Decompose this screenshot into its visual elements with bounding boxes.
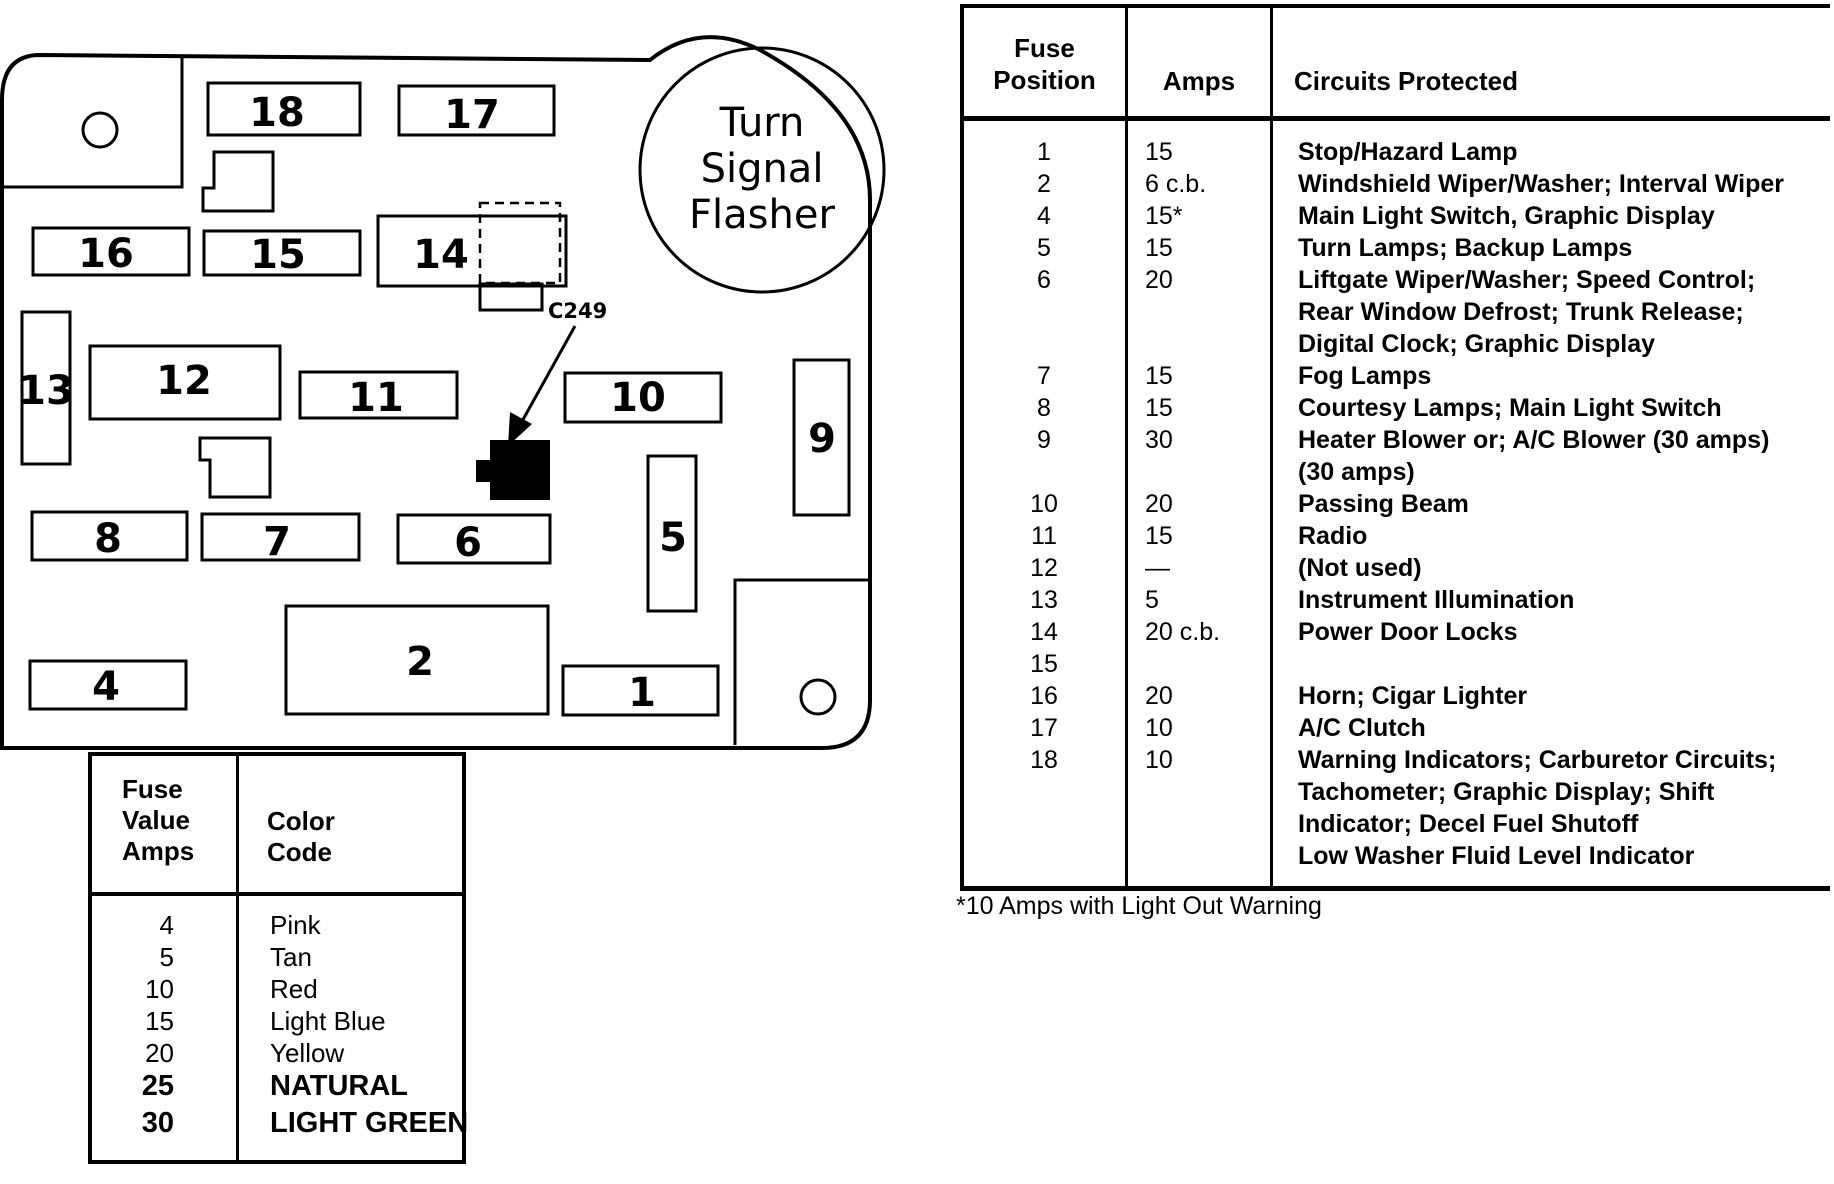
fuse-4[interactable]: 4 — [28, 659, 188, 711]
mounting-hole-icon — [81, 111, 119, 149]
fuse-13[interactable]: 13 — [18, 310, 74, 466]
table-row: 15 — [1030, 650, 1058, 678]
fuse-label: 2 — [406, 639, 434, 685]
fuse-15[interactable]: 15 — [202, 229, 362, 278]
footnote: *10 Amps with Light Out Warning — [956, 892, 1322, 920]
fuse-label: 10 — [610, 375, 666, 421]
fuse-1[interactable]: 1 — [561, 664, 720, 717]
fuse-label: 15 — [250, 232, 306, 278]
header-fuse-position: Fuse Position — [993, 33, 1096, 95]
fuse-11[interactable]: 11 — [298, 370, 459, 421]
fuse-label: 5 — [659, 515, 687, 561]
relay-tab — [478, 282, 544, 312]
fuse-label: 8 — [94, 516, 122, 562]
fuse-label: 11 — [348, 375, 404, 421]
fuse-label: 18 — [249, 90, 305, 136]
mounting-tab-top-left — [4, 58, 184, 189]
connector-pointer-arrow — [518, 325, 577, 426]
table-row: 12—(Not used) — [1030, 554, 1422, 582]
fuse-panel-diagram: Turn Signal Flasher 18 17 16 15 14 13 12… — [0, 35, 886, 750]
flasher-label-line-1: Turn — [719, 100, 805, 146]
header-amps: Amps — [1162, 66, 1236, 96]
connector-c249-tab — [476, 460, 492, 482]
fuse-label: 13 — [18, 368, 74, 414]
fuse-10[interactable]: 10 — [563, 371, 723, 424]
fuse-18[interactable]: 18 — [206, 81, 362, 137]
connector-label: C249 — [548, 299, 607, 323]
fuse-label: 4 — [92, 664, 120, 710]
fuse-label: 14 — [413, 232, 469, 278]
fuse-label: 7 — [263, 519, 291, 565]
fuse-14[interactable]: 14 — [376, 214, 568, 288]
connector-c249 — [490, 440, 550, 500]
fuse-label: 1 — [628, 670, 656, 716]
fuse-label: 9 — [808, 416, 836, 462]
fuse-label: 6 — [454, 520, 482, 566]
fuse-8[interactable]: 8 — [30, 510, 189, 562]
mounting-tab-bottom-right — [733, 578, 868, 745]
fuse-12[interactable]: 12 — [88, 344, 282, 421]
fuse-9[interactable]: 9 — [792, 358, 851, 517]
fuse-panel-outline — [0, 35, 872, 750]
fuse-16[interactable]: 16 — [31, 226, 191, 277]
relay-socket-upper — [201, 150, 275, 213]
fuse-5[interactable]: 5 — [646, 454, 698, 613]
relay-socket-lower — [198, 436, 272, 499]
arrowhead-icon — [508, 412, 532, 446]
fuse-label: 17 — [444, 92, 500, 138]
header-fuse-value-amps: Fuse Value Amps — [122, 774, 195, 866]
fuse-6[interactable]: 6 — [396, 513, 552, 566]
fuse-7[interactable]: 7 — [200, 512, 361, 565]
fuse-17[interactable]: 17 — [397, 84, 556, 138]
header-circuits-protected: Circuits Protected — [1294, 66, 1518, 96]
flasher-label-line-2: Signal — [701, 146, 824, 192]
flasher-label-line-3: Flasher — [689, 192, 835, 238]
mounting-hole-icon — [799, 678, 837, 716]
header-color-code: Color Code — [267, 806, 335, 867]
fuse-label: 12 — [156, 358, 212, 404]
fuse-2[interactable]: 2 — [284, 604, 550, 716]
turn-signal-flasher — [638, 46, 886, 294]
fuse-label: 16 — [78, 231, 134, 277]
